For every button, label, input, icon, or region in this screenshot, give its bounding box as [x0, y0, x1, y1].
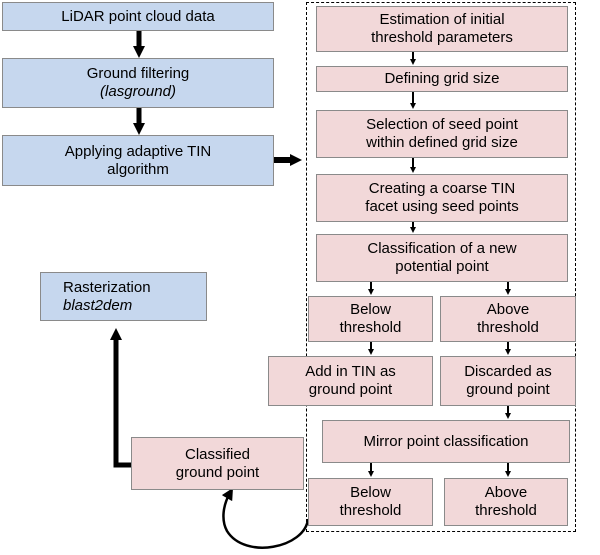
add-tin-line2: ground point: [308, 381, 393, 398]
above-1-line1: Above: [486, 301, 530, 318]
estimation-box: Estimation of initial threshold paramete…: [316, 6, 568, 52]
above-1-line2: threshold: [477, 319, 539, 336]
below-2-line2: threshold: [339, 502, 402, 519]
lidar-label: LiDAR point cloud data: [61, 7, 215, 25]
classification-line1: Classification of a new: [367, 240, 517, 257]
adaptive-tin-box: Applying adaptive TIN algorithm: [2, 135, 274, 186]
ground-filtering-tool: (lasground): [100, 83, 176, 100]
classified-line2: ground point: [175, 463, 260, 481]
ground-filtering-label: Ground filtering: [86, 65, 190, 82]
below-threshold-box-2: Below threshold: [308, 478, 433, 526]
add-tin-line1: Add in TIN as: [305, 363, 396, 380]
mirror-label: Mirror point classification: [363, 432, 529, 450]
below-2-line1: Below: [350, 484, 391, 501]
above-threshold-box-2: Above threshold: [444, 478, 568, 526]
estimation-line2: threshold parameters: [371, 29, 513, 46]
lidar-box: LiDAR point cloud data: [2, 2, 274, 31]
coarse-tin-box: Creating a coarse TIN facet using seed p…: [316, 174, 568, 222]
rasterization-box: Rasterization blast2dem: [40, 272, 207, 321]
rasterization-label: Rasterization: [63, 278, 151, 296]
classification-line2: potential point: [395, 258, 489, 275]
below-1-line2: threshold: [339, 319, 402, 336]
adaptive-tin-line1: Applying adaptive TIN: [64, 142, 212, 160]
curved-loop-arrow: [221, 487, 310, 549]
discarded-box: Discarded as ground point: [440, 356, 576, 406]
seed-point-line2: within defined grid size: [366, 134, 518, 151]
seed-point-line1: Selection of seed point: [366, 116, 518, 133]
arrow-classified-to-rasterization: [110, 328, 131, 468]
classified-line1: Classified: [184, 445, 251, 463]
classification-box: Classification of a new potential point: [316, 234, 568, 282]
coarse-tin-line2: facet using seed points: [365, 198, 519, 215]
above-2-line1: Above: [484, 484, 528, 501]
seed-point-box: Selection of seed point within defined g…: [316, 110, 568, 158]
coarse-tin-line1: Creating a coarse TIN: [368, 180, 516, 197]
ground-filtering-box: Ground filtering (lasground): [2, 58, 274, 108]
grid-size-label: Defining grid size: [384, 70, 500, 87]
discarded-line2: ground point: [466, 381, 550, 398]
grid-size-box: Defining grid size: [316, 66, 568, 92]
above-threshold-box-1: Above threshold: [440, 296, 576, 342]
above-2-line2: threshold: [475, 502, 537, 519]
mirror-classification-box: Mirror point classification: [322, 420, 570, 463]
below-threshold-box-1: Below threshold: [308, 296, 433, 342]
adaptive-tin-line2: algorithm: [107, 160, 169, 178]
discarded-line1: Discarded as: [464, 363, 552, 380]
add-in-tin-box: Add in TIN as ground point: [268, 356, 433, 406]
estimation-line1: Estimation of initial: [379, 11, 505, 28]
below-1-line1: Below: [350, 301, 391, 318]
classified-box: Classified ground point: [131, 437, 304, 490]
process-group-frame: [306, 2, 576, 532]
rasterization-tool: blast2dem: [63, 296, 133, 314]
